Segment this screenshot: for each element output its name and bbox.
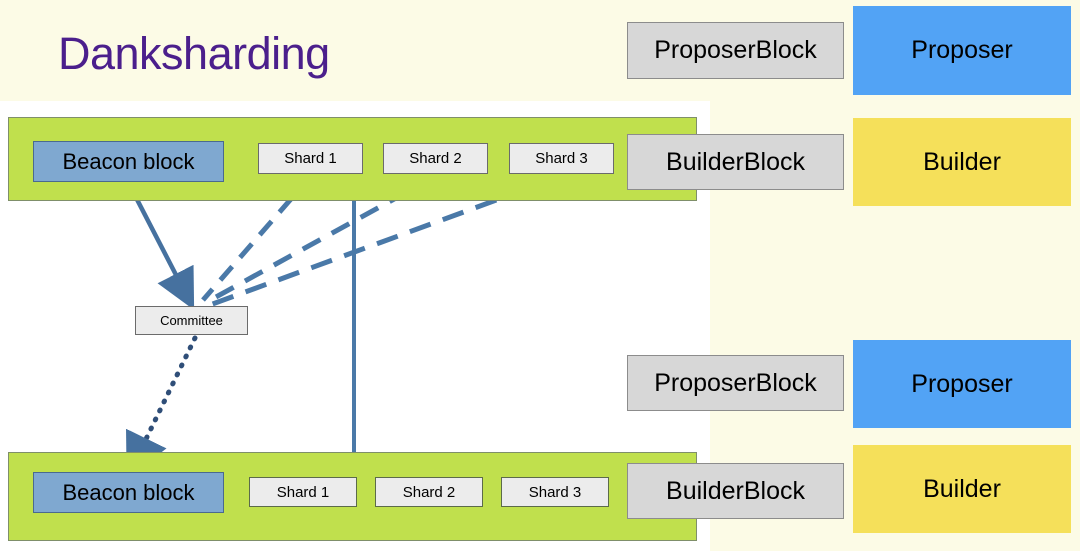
bottom-builder[interactable]: Builder bbox=[853, 445, 1071, 533]
top-proposer-label: Proposer bbox=[911, 36, 1013, 64]
committee-node[interactable]: Committee bbox=[135, 306, 248, 335]
bottom-shard-3[interactable]: Shard 3 bbox=[501, 477, 609, 507]
top-beacon-block-label: Beacon block bbox=[62, 148, 195, 174]
bottom-proposer-block[interactable]: ProposerBlock bbox=[627, 355, 844, 411]
bottom-shard-2[interactable]: Shard 2 bbox=[375, 477, 483, 507]
top-beacon-block[interactable]: Beacon block bbox=[33, 141, 224, 182]
top-builder-label: Builder bbox=[923, 147, 1001, 176]
top-builder-block-label: BuilderBlock bbox=[666, 147, 805, 176]
bottom-shard-1[interactable]: Shard 1 bbox=[249, 477, 357, 507]
committee-label: Committee bbox=[160, 313, 223, 328]
top-shard-2-label: Shard 2 bbox=[409, 150, 462, 167]
top-builder-block[interactable]: BuilderBlock bbox=[627, 134, 844, 190]
bottom-builder-label: Builder bbox=[923, 474, 1001, 503]
top-shard-3-label: Shard 3 bbox=[535, 150, 588, 167]
top-builder[interactable]: Builder bbox=[853, 118, 1071, 206]
bottom-builder-block-label: BuilderBlock bbox=[666, 476, 805, 505]
bottom-proposer-block-label: ProposerBlock bbox=[654, 368, 817, 397]
background-panel-top bbox=[0, 0, 710, 101]
top-shard-3[interactable]: Shard 3 bbox=[509, 143, 614, 174]
bottom-shard-2-label: Shard 2 bbox=[402, 483, 456, 501]
top-proposer-block-label: ProposerBlock bbox=[654, 36, 817, 64]
top-shard-1[interactable]: Shard 1 bbox=[258, 143, 363, 174]
bottom-shard-1-label: Shard 1 bbox=[276, 483, 330, 501]
bottom-beacon-block[interactable]: Beacon block bbox=[33, 472, 224, 513]
top-proposer[interactable]: Proposer bbox=[853, 6, 1071, 95]
top-shard-2[interactable]: Shard 2 bbox=[383, 143, 488, 174]
bottom-proposer[interactable]: Proposer bbox=[853, 340, 1071, 428]
top-proposer-block[interactable]: ProposerBlock bbox=[627, 22, 844, 79]
bottom-shard-3-label: Shard 3 bbox=[528, 483, 582, 501]
top-shard-1-label: Shard 1 bbox=[284, 150, 337, 167]
bottom-beacon-block-label: Beacon block bbox=[62, 479, 195, 505]
edge-committee-to-bottom-beacon bbox=[126, 335, 198, 479]
page-title: Danksharding bbox=[58, 28, 330, 79]
bottom-proposer-label: Proposer bbox=[911, 369, 1013, 398]
bottom-builder-block[interactable]: BuilderBlock bbox=[627, 463, 844, 519]
